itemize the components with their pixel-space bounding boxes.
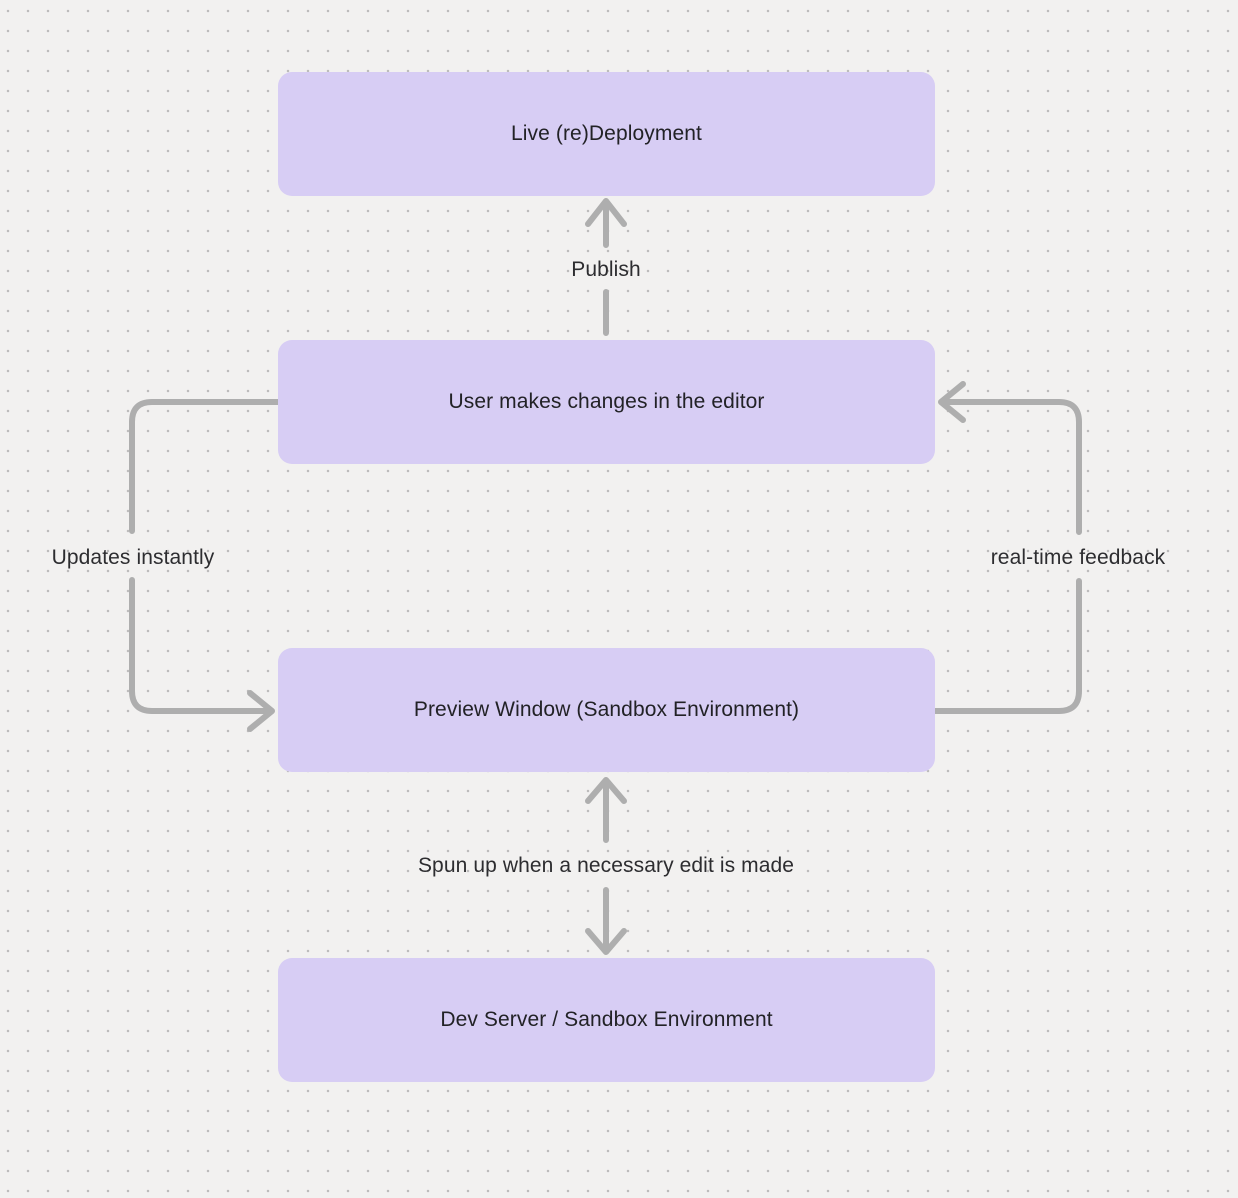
edge-label-realtime-feedback: real-time feedback — [990, 546, 1166, 569]
edge-updates-instantly-arrow[interactable] — [129, 399, 281, 732]
edge-publish-arrow[interactable] — [585, 198, 627, 336]
edge-label-spun-up: Spun up when a necessary edit is made — [417, 854, 795, 877]
node-user-editor-label: User makes changes in the editor — [448, 390, 765, 413]
node-live-redeployment[interactable]: Live (re)Deployment — [278, 72, 935, 196]
node-preview-window[interactable]: Preview Window (Sandbox Environment) — [278, 648, 935, 772]
node-preview-window-label: Preview Window (Sandbox Environment) — [413, 698, 800, 721]
node-live-redeployment-label: Live (re)Deployment — [511, 122, 702, 145]
edge-label-updates-instantly: Updates instantly — [51, 546, 215, 569]
node-user-editor[interactable]: User makes changes in the editor — [278, 340, 935, 464]
edge-label-publish: Publish — [571, 258, 641, 281]
node-dev-server[interactable]: Dev Server / Sandbox Environment — [278, 958, 935, 1082]
edge-spun-up-arrow[interactable] — [585, 777, 627, 955]
edge-realtime-feedback-arrow[interactable] — [932, 381, 1082, 714]
node-dev-server-label: Dev Server / Sandbox Environment — [440, 1008, 773, 1031]
